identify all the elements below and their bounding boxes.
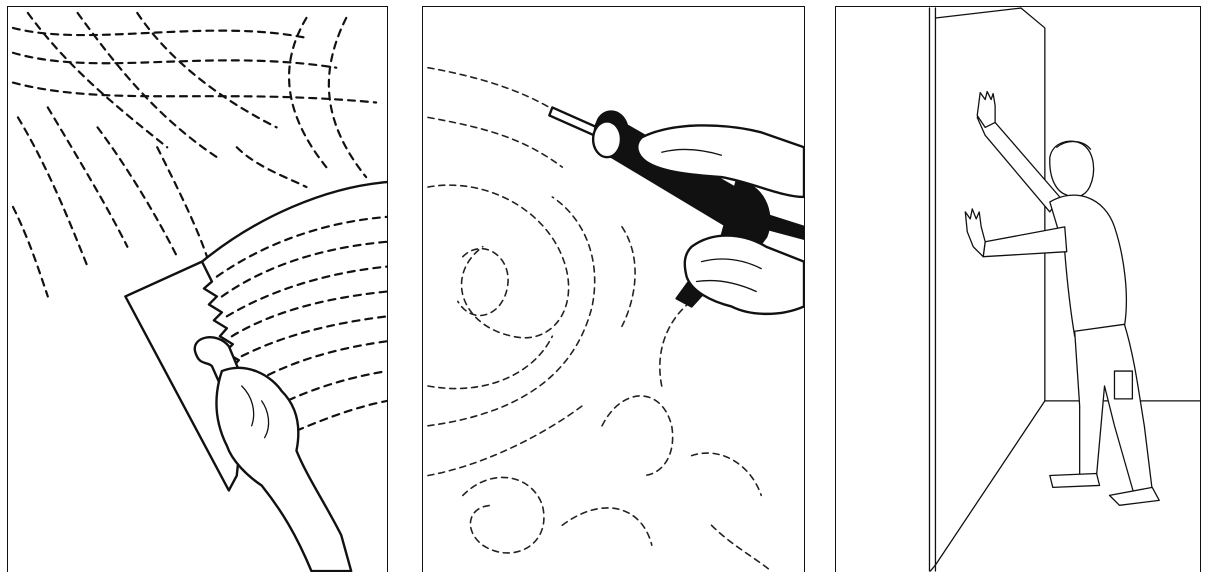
panel-press-panel [835,6,1201,572]
person-pressing-wall-panel-icon [836,7,1200,572]
panel-caulking-gun [422,6,805,572]
caulking-gun-applying-adhesive-icon [423,7,804,572]
panel-trowel-adhesive [7,6,388,572]
notched-trowel-spreading-adhesive-icon [8,7,387,572]
